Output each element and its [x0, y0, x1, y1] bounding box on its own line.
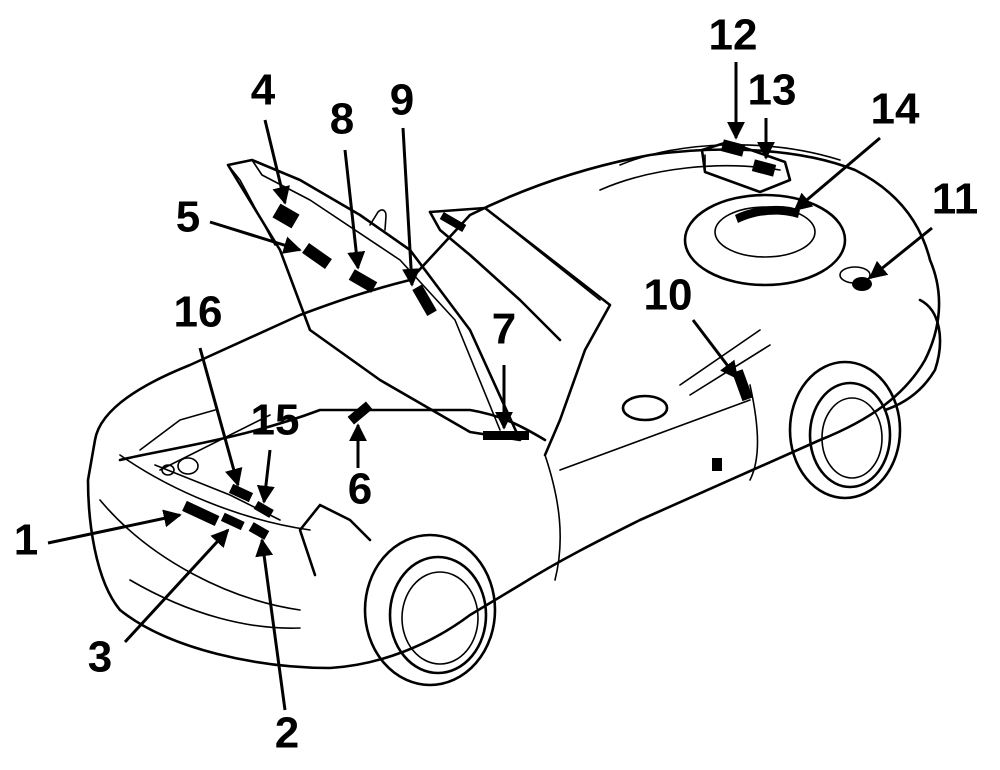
leader-8: [343, 149, 366, 270]
leader-11: [868, 226, 933, 280]
label-mark-16: [228, 483, 254, 503]
label-mark-7: [483, 431, 529, 440]
label-mark-4: [272, 203, 300, 229]
spare-tire-well: [683, 193, 847, 287]
callout-16: 16: [174, 288, 223, 337]
callout-3: 3: [88, 633, 112, 682]
label-mark-1: [182, 500, 220, 527]
leader-10: [691, 319, 739, 380]
callout-13: 13: [748, 66, 797, 115]
callout-14: 14: [871, 85, 920, 134]
callout-1: 1: [14, 516, 38, 565]
callout-leaders: [47, 62, 933, 711]
callout-12: 12: [709, 11, 758, 60]
label-mark-5: [302, 243, 332, 269]
leader-16: [198, 347, 243, 487]
label-mark-12: [720, 139, 746, 157]
callout-4: 4: [251, 66, 276, 115]
leader-15: [256, 449, 275, 504]
callout-8: 8: [330, 95, 354, 144]
label-mark-3: [220, 512, 245, 531]
leader-2: [255, 538, 287, 711]
callout-7: 7: [492, 305, 516, 354]
callout-10: 10: [644, 271, 693, 320]
leader-9: [401, 127, 421, 287]
callout-numbers: 1 2 3 4 5 6 7 8 9 10 11 12 13 14 15 16: [14, 11, 979, 758]
callout-5: 5: [176, 193, 200, 242]
callout-11: 11: [932, 175, 979, 224]
label-mark-9: [412, 284, 437, 316]
leader-4: [263, 119, 290, 205]
callout-2: 2: [275, 709, 299, 758]
label-mark-14: [735, 205, 800, 223]
callout-9: 9: [390, 76, 414, 125]
leader-14: [793, 136, 881, 212]
leader-3: [123, 528, 230, 644]
leader-5: [209, 220, 302, 254]
windshield-frame: [428, 206, 612, 457]
label-mark-8: [348, 269, 378, 293]
leader-1: [47, 509, 182, 545]
front-wheel: [363, 533, 497, 687]
callout-15: 15: [251, 396, 300, 445]
rear-wheel: [788, 360, 902, 500]
label-mark-11: [852, 277, 872, 291]
label-mark-15: [253, 501, 274, 518]
label-mark-6: [347, 401, 373, 425]
open-hood: [226, 158, 522, 442]
callout-6: 6: [348, 465, 372, 514]
label-mark-13: [751, 159, 777, 177]
side-mirror: [621, 394, 669, 422]
label-mark-2: [248, 522, 270, 540]
label-marks: [182, 139, 872, 540]
